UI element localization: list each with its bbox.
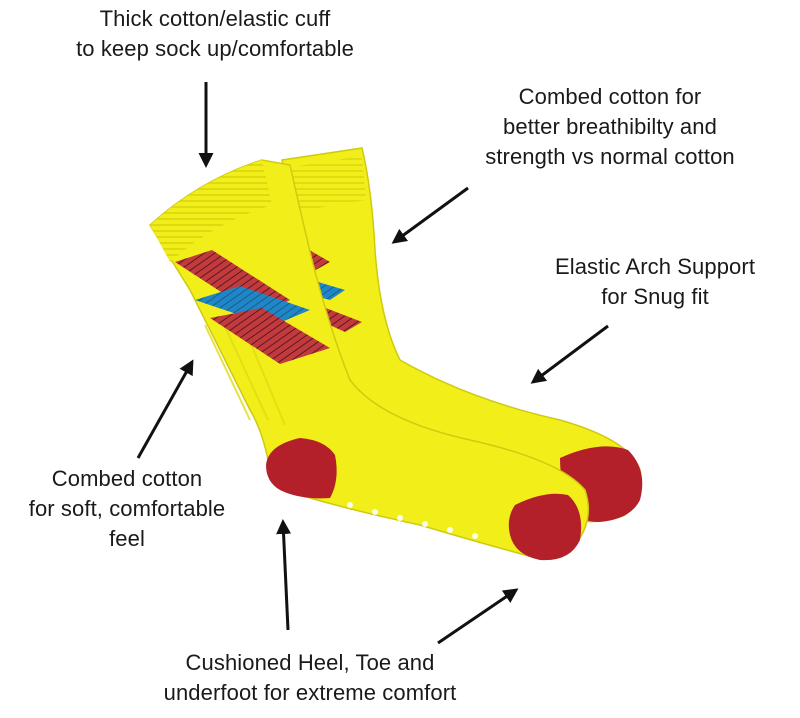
label-combed-cotton-breathability: Combed cotton for better breathibilty an… bbox=[440, 82, 780, 172]
label-line: Combed cotton bbox=[51, 466, 203, 491]
label-line: underfoot for extreme comfort bbox=[163, 680, 457, 705]
label-line: Thick cotton/elastic cuff bbox=[99, 6, 331, 31]
label-cushioned: Cushioned Heel, Toe and underfoot for ex… bbox=[100, 648, 520, 708]
label-line: for soft, comfortable bbox=[28, 496, 226, 521]
arrow-heel bbox=[276, 519, 292, 631]
label-line: Cushioned Heel, Toe and bbox=[185, 650, 435, 675]
stripe-bottom bbox=[210, 308, 330, 364]
label-arch-support: Elastic Arch Support for Snug fit bbox=[530, 252, 780, 312]
label-line: Elastic Arch Support bbox=[554, 254, 756, 279]
front-toe bbox=[508, 493, 582, 561]
label-line: feel bbox=[109, 526, 145, 551]
front-sock bbox=[149, 159, 590, 561]
arrow-soft bbox=[136, 359, 194, 459]
arrow-toe bbox=[437, 588, 519, 645]
front-heel bbox=[266, 438, 337, 499]
arrow-combed-top bbox=[391, 186, 469, 244]
label-cuff: Thick cotton/elastic cuff to keep sock u… bbox=[20, 4, 410, 64]
label-line: for Snug fit bbox=[601, 284, 709, 309]
label-line: to keep sock up/comfortable bbox=[76, 36, 354, 61]
arrow-arch bbox=[530, 324, 609, 384]
label-line: better breathibilty and bbox=[503, 114, 717, 139]
label-combed-cotton-soft: Combed cotton for soft, comfortable feel bbox=[2, 464, 252, 554]
stripe-middle bbox=[195, 286, 310, 326]
label-line: strength vs normal cotton bbox=[485, 144, 735, 169]
label-line: Combed cotton for bbox=[518, 84, 702, 109]
